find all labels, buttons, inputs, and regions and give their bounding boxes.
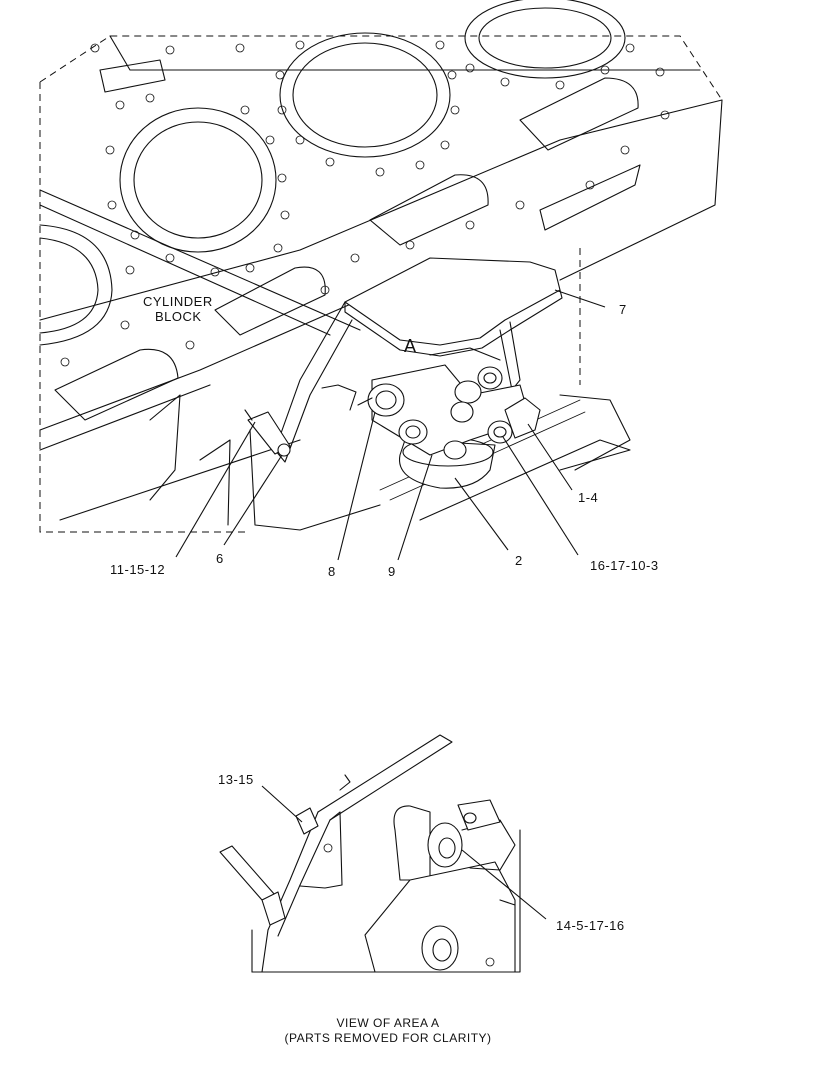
callout-6: 6 [216, 454, 283, 566]
callout-label: 9 [388, 564, 396, 579]
bracket [274, 257, 563, 463]
callout-label: 16-17-10-3 [590, 558, 659, 573]
stud-bolt [244, 409, 291, 457]
detail-view-a: 13-15 14-5-17-16 VIEW OF AREA A (PARTS R… [218, 734, 625, 1045]
callout-label: 7 [619, 302, 627, 317]
detail-stud [219, 807, 319, 926]
callout-label: 8 [328, 564, 336, 579]
callout-14-5-17-16: 14-5-17-16 [461, 849, 625, 933]
callout-label: 2 [515, 553, 523, 568]
callout-13-15: 13-15 [218, 772, 303, 823]
callout-label: 14-5-17-16 [556, 918, 625, 933]
detail-caption-line2: (PARTS REMOVED FOR CLARITY) [284, 1031, 491, 1045]
callout-11-15-12: 11-15-12 [110, 421, 256, 577]
callout-7: 7 [554, 289, 627, 317]
callout-label: 6 [216, 551, 224, 566]
detail-module [364, 799, 516, 973]
detail-caption-line1: VIEW OF AREA A [336, 1016, 439, 1030]
callout-9: 9 [388, 454, 433, 579]
pump-assembly [357, 347, 541, 489]
callout-8: 8 [328, 411, 376, 579]
area-marker-a: A [404, 336, 417, 356]
callout-label: 11-15-12 [110, 562, 165, 577]
cylinder-block-label-line1: CYLINDER [143, 294, 213, 309]
callout-label: 13-15 [218, 772, 254, 787]
cylinder-block-label-line2: BLOCK [155, 309, 202, 324]
callout-2: 2 [454, 477, 523, 568]
callout-1-4: 1-4 [527, 423, 598, 505]
upper-view: CYLINDER BLOCK A 7 1-4 11-15-12 6 8 9 [39, 0, 723, 579]
callout-label: 1-4 [578, 490, 598, 505]
callout-16-17-10-3: 16-17-10-3 [502, 436, 659, 573]
cylinder-block [39, 0, 723, 533]
detail-bracket [261, 734, 453, 973]
